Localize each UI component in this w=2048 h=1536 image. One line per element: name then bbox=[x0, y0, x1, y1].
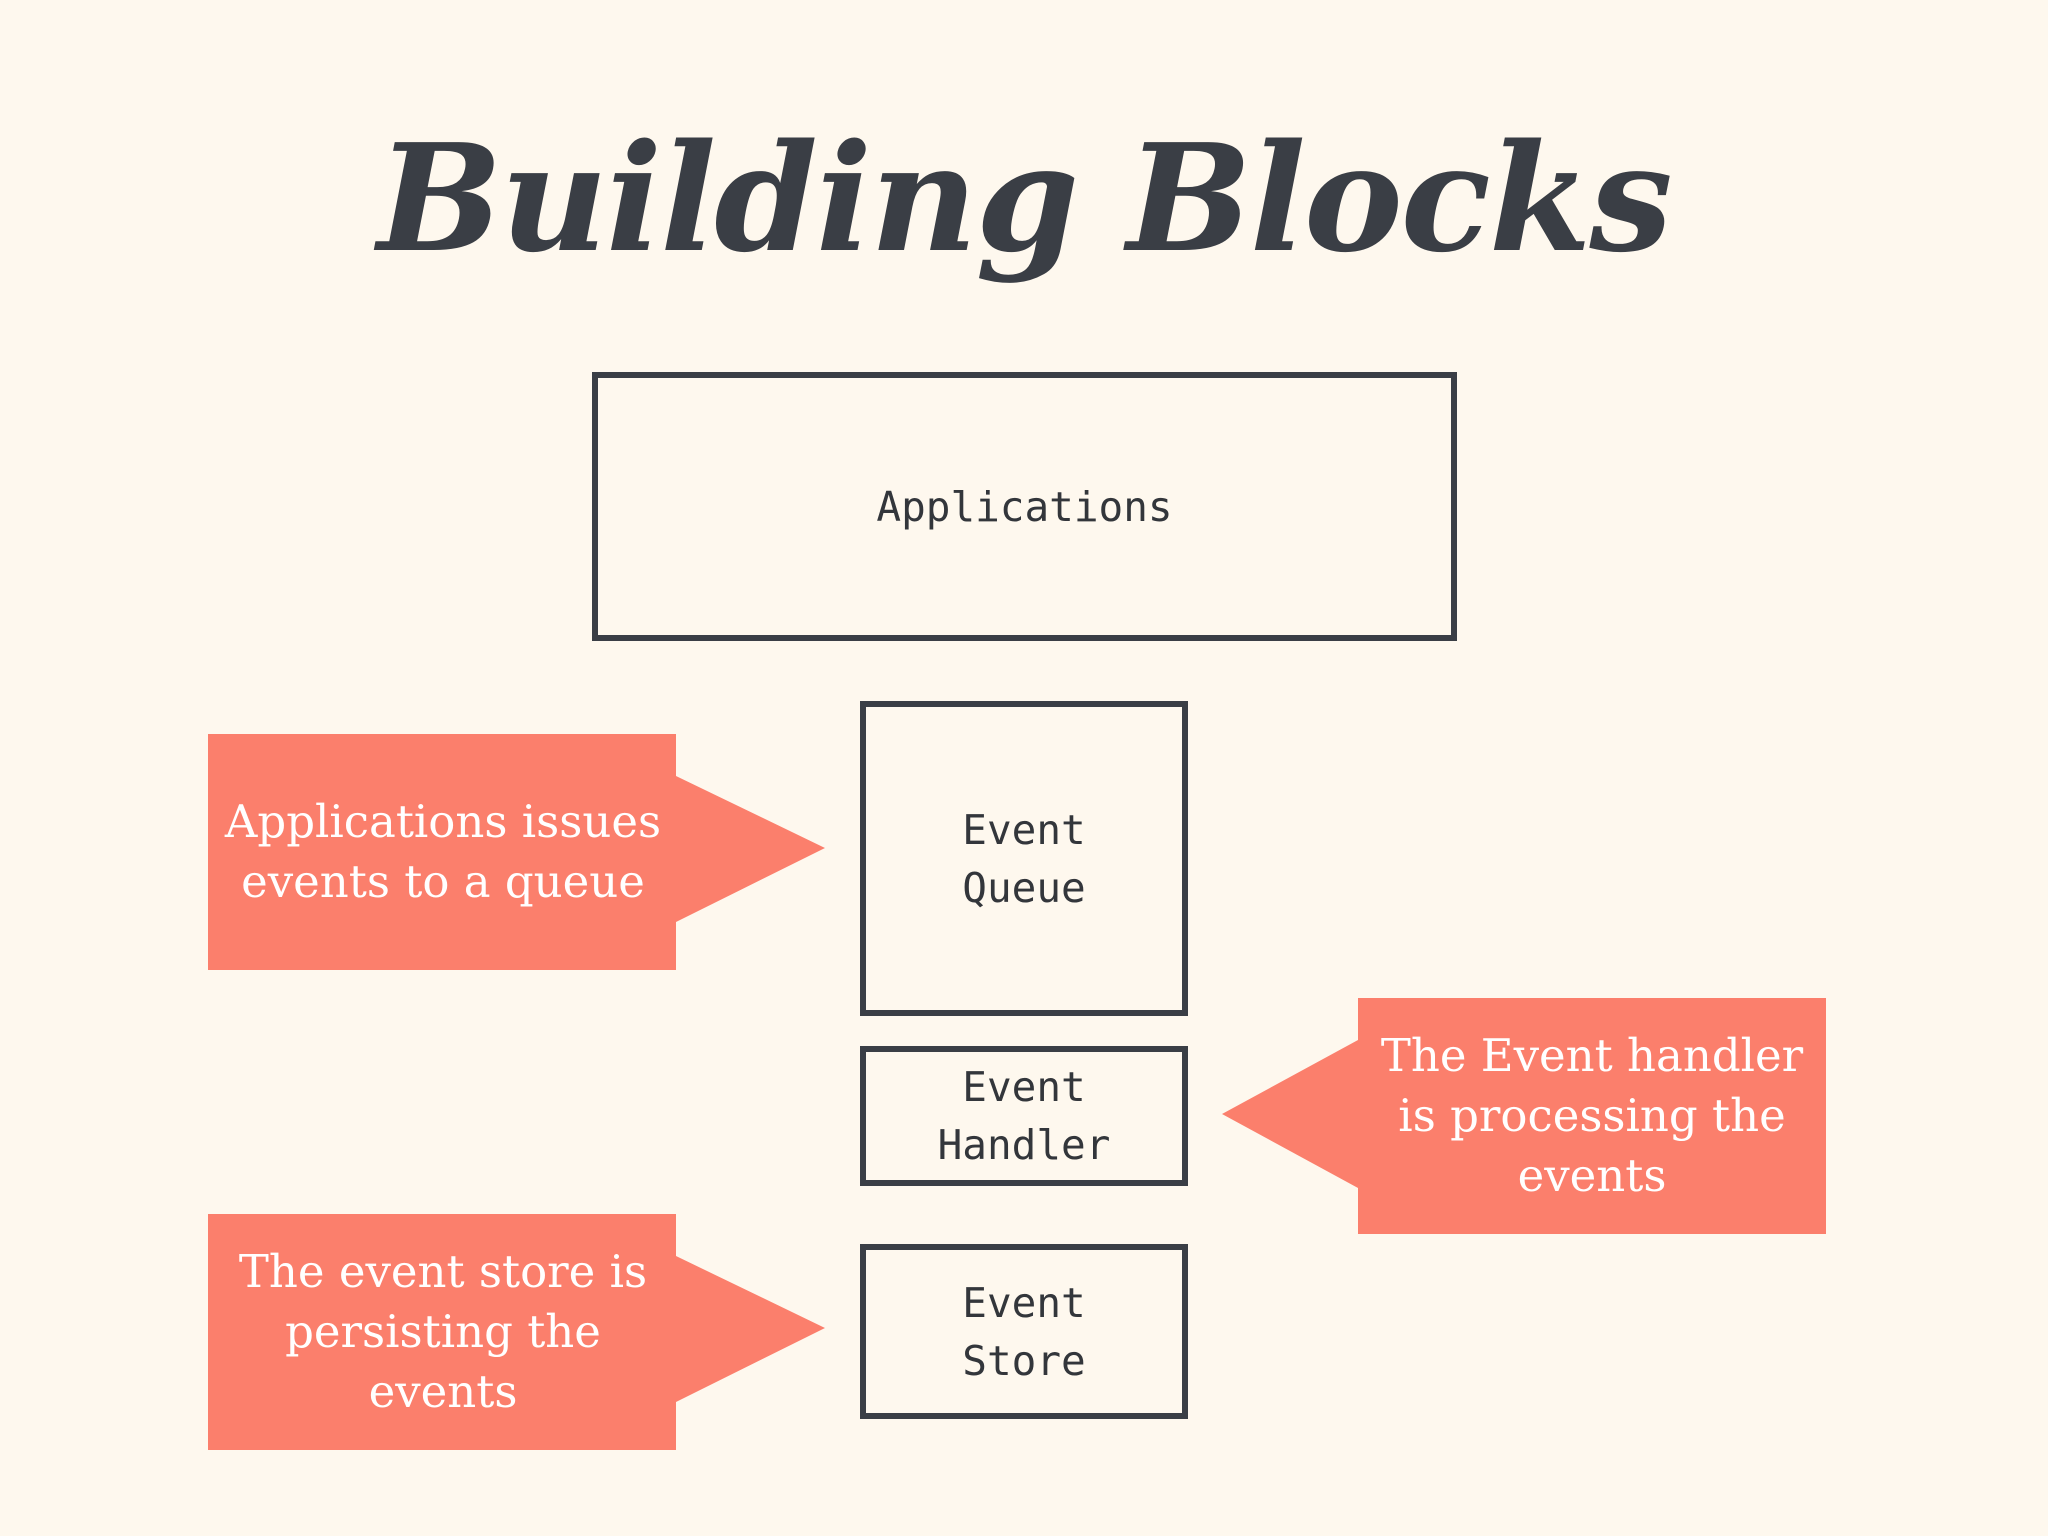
queue-callout-line-1: Applications issues bbox=[224, 795, 662, 848]
event-handler-label-line-1: Event bbox=[962, 1063, 1086, 1111]
handler-callout-line-3: events bbox=[1517, 1149, 1667, 1202]
queue-callout-shape bbox=[208, 734, 825, 970]
event-handler-label-line-2: Handler bbox=[937, 1121, 1111, 1169]
event-queue-label-line-2: Queue bbox=[962, 863, 1086, 912]
store-callout-line-2: persisting the bbox=[285, 1305, 601, 1358]
handler-callout-text: The Event handler is processing the even… bbox=[1358, 998, 1826, 1234]
queue-callout-text: Applications issues events to a queue bbox=[208, 734, 678, 970]
event-queue-box: Event Queue bbox=[860, 701, 1188, 1016]
store-callout-line-1: The event store is bbox=[238, 1245, 648, 1298]
slide-title: Building Blocks bbox=[377, 111, 1672, 285]
handler-callout-line-1: The Event handler bbox=[1380, 1029, 1804, 1082]
handler-callout-shape bbox=[1222, 998, 1826, 1234]
store-callout-text: The event store is persisting the events bbox=[208, 1214, 678, 1450]
event-queue-label-line-1: Event bbox=[962, 805, 1086, 854]
event-store-label-line-1: Event bbox=[962, 1278, 1086, 1327]
event-store-box: Event Store bbox=[860, 1244, 1188, 1419]
event-handler-box: Event Handler bbox=[860, 1046, 1188, 1186]
applications-label: Applications bbox=[876, 482, 1173, 531]
queue-callout-line-2: events to a queue bbox=[241, 855, 645, 908]
store-callout-line-3: events bbox=[368, 1365, 518, 1418]
store-callout-shape bbox=[208, 1214, 825, 1450]
event-store-label-line-2: Store bbox=[962, 1336, 1086, 1385]
handler-callout-line-2: is processing the bbox=[1398, 1089, 1786, 1142]
applications-box: Applications bbox=[592, 372, 1457, 641]
